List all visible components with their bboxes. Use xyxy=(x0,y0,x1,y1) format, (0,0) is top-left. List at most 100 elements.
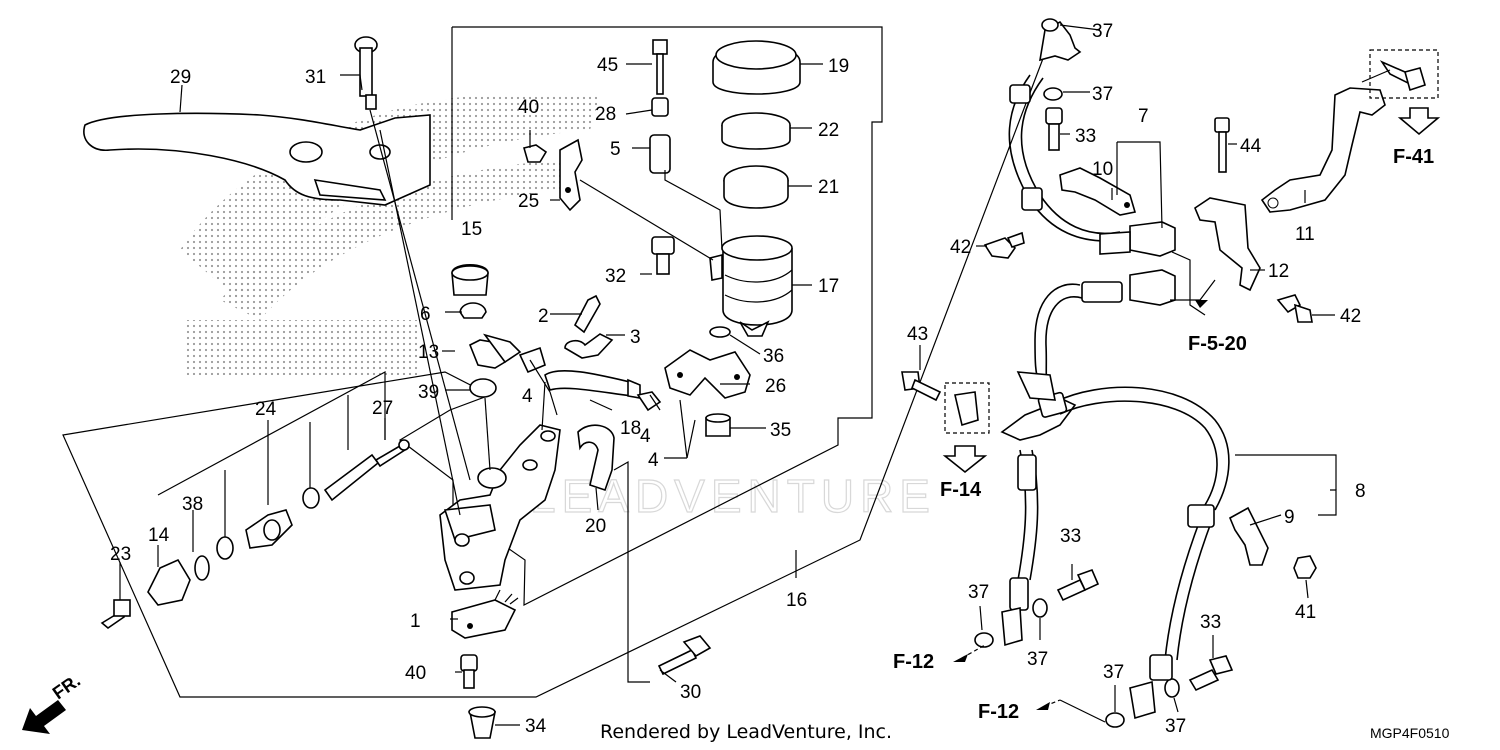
hose-clip-9 xyxy=(1228,506,1269,566)
front-direction-label: FR. xyxy=(49,670,84,703)
hose-guide xyxy=(577,424,615,492)
fitting-parts xyxy=(451,263,546,398)
arrow-f14 xyxy=(942,445,988,474)
nut-41 xyxy=(1293,555,1317,579)
callout-41: 41 xyxy=(1295,602,1316,623)
callout-7: 7 xyxy=(1138,106,1149,127)
bolt-33-upper xyxy=(1045,107,1063,151)
callout-39: 39 xyxy=(418,382,439,403)
washers-37 xyxy=(974,18,1180,728)
callout-27: 27 xyxy=(372,398,393,419)
bracket-12 xyxy=(1194,197,1261,292)
callout-3: 3 xyxy=(630,327,641,348)
callout-40b: 40 xyxy=(405,663,426,684)
brake-switch xyxy=(451,589,519,639)
arrow-f12-right xyxy=(1036,699,1106,723)
callout-35: 35 xyxy=(770,420,791,441)
callout-45: 45 xyxy=(597,55,618,76)
reservoir-hose xyxy=(544,369,662,412)
arrow-f12-left xyxy=(953,644,986,662)
bolt-44 xyxy=(1214,117,1230,173)
callout-23: 23 xyxy=(110,544,131,565)
callout-37e: 37 xyxy=(1103,662,1124,683)
clip-f14 xyxy=(944,382,990,434)
upper-brake-hoses xyxy=(1008,20,1176,391)
brake-lever xyxy=(83,112,431,206)
callout-17: 17 xyxy=(818,276,839,297)
ref-f14: F-14 xyxy=(940,479,982,501)
grommet-34 xyxy=(468,706,496,739)
callout-43: 43 xyxy=(907,324,928,345)
callout-29: 29 xyxy=(170,67,191,88)
leader-lines xyxy=(119,24,1391,726)
f41-box xyxy=(1369,49,1439,99)
callout-37d: 37 xyxy=(1027,649,1048,670)
bolt-40-upper xyxy=(523,144,548,163)
callout-42a: 42 xyxy=(950,237,971,258)
reference-labels: F-41 F-5-20 F-14 F-12 F-12 xyxy=(893,146,1434,723)
callout-22: 22 xyxy=(818,120,839,141)
bolt-42-upper xyxy=(983,231,1025,259)
callout-37b: 37 xyxy=(1092,84,1113,105)
bolt-42-lower xyxy=(1276,294,1313,323)
diagram-code: MGP4F0510 xyxy=(1370,725,1450,741)
callout-36: 36 xyxy=(763,346,784,367)
callout-37f: 37 xyxy=(1165,716,1186,737)
bolt-33-mid xyxy=(1056,568,1100,602)
bolt-33-lower xyxy=(1188,655,1234,692)
callout-18: 18 xyxy=(620,418,641,439)
reservoir-assembly xyxy=(649,39,801,337)
bolt-43 xyxy=(901,371,942,402)
honda-logo-watermark xyxy=(180,94,600,375)
bracket-10 xyxy=(1059,167,1137,216)
callout-37a: 37 xyxy=(1092,21,1113,42)
callout-44: 44 xyxy=(1240,136,1262,157)
arrow-f5-20 xyxy=(1170,251,1216,316)
callout-10: 10 xyxy=(1092,159,1113,180)
stay-11 xyxy=(1260,87,1386,213)
callout-15: 15 xyxy=(461,219,482,240)
callout-26: 26 xyxy=(765,376,786,397)
callout-labels: 1 2 3 4 4 4 5 6 7 8 9 10 11 12 13 14 15 … xyxy=(110,21,1366,737)
callout-32: 32 xyxy=(605,266,626,287)
callout-4a: 4 xyxy=(522,386,533,407)
bolt-40-lower xyxy=(460,654,478,689)
front-direction-arrow xyxy=(22,700,66,734)
callout-6: 6 xyxy=(420,304,431,325)
callout-13: 13 xyxy=(418,342,439,363)
ref-f41: F-41 xyxy=(1393,146,1434,168)
callout-21: 21 xyxy=(818,177,839,198)
callout-14: 14 xyxy=(148,525,170,546)
callout-5: 5 xyxy=(610,139,621,160)
ref-f12-left: F-12 xyxy=(893,651,934,673)
piston-assembly xyxy=(100,439,410,630)
callout-33c: 33 xyxy=(1200,612,1221,633)
callout-19: 19 xyxy=(828,56,849,77)
ref-f12-right: F-12 xyxy=(978,701,1019,723)
callout-30: 30 xyxy=(680,682,701,703)
callout-40a: 40 xyxy=(518,97,539,118)
arrow-f41 xyxy=(1397,107,1441,136)
lower-brake-hoses xyxy=(1000,371,1230,720)
ref-f5-20: F-5-20 xyxy=(1188,333,1247,355)
bolt-30 xyxy=(657,635,712,676)
master-cylinder-body xyxy=(439,424,561,591)
callout-16: 16 xyxy=(786,590,807,611)
callout-8: 8 xyxy=(1355,481,1366,502)
assembly-outline xyxy=(62,26,1056,698)
banjo-bolt xyxy=(564,294,614,359)
callout-2: 2 xyxy=(538,306,549,327)
callout-25: 25 xyxy=(518,191,539,212)
callout-38: 38 xyxy=(182,494,203,515)
callout-9: 9 xyxy=(1284,507,1295,528)
callout-31: 31 xyxy=(305,67,326,88)
callout-20: 20 xyxy=(585,516,606,537)
reservoir-bracket xyxy=(651,236,751,437)
callout-37c: 37 xyxy=(968,582,989,603)
callout-11: 11 xyxy=(1295,224,1315,245)
callout-33a: 33 xyxy=(1075,126,1096,147)
callout-4c: 4 xyxy=(648,450,659,471)
clamp-bracket xyxy=(559,138,583,212)
callout-24: 24 xyxy=(255,399,277,420)
